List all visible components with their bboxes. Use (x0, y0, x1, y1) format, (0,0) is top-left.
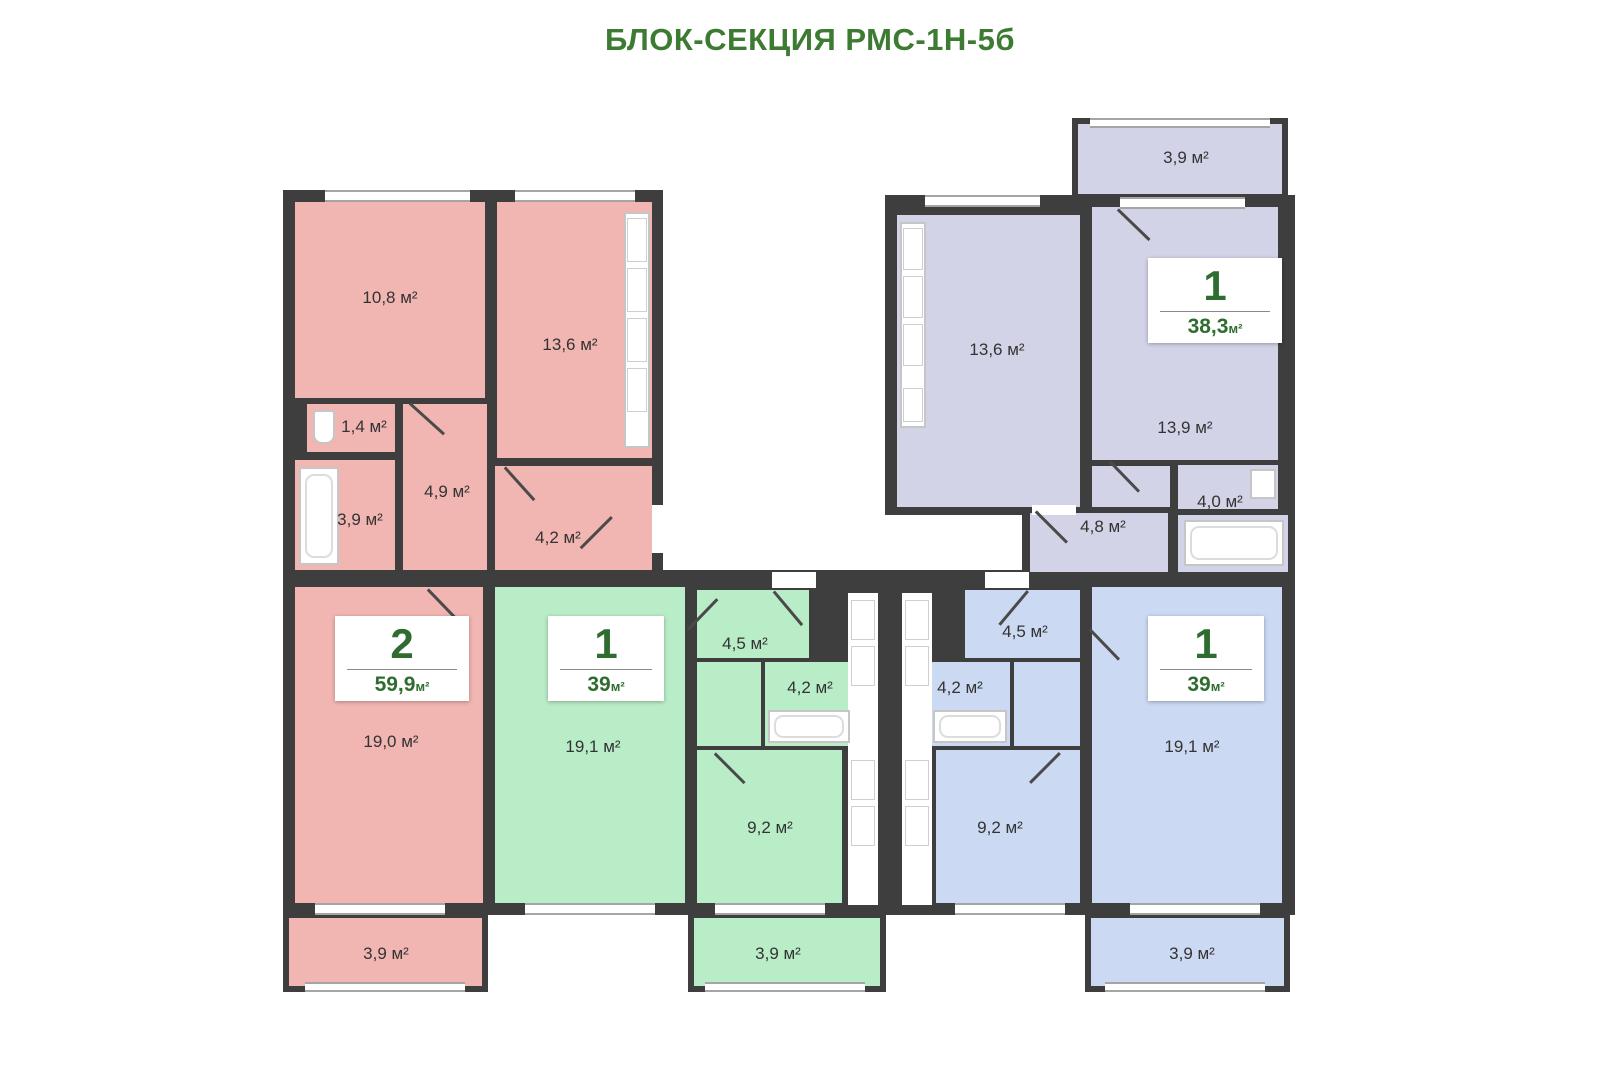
washer-icon (905, 760, 929, 800)
shaft-left (848, 593, 878, 905)
window (705, 982, 865, 992)
badge-room-count: 1 (1194, 620, 1218, 667)
room-lavender-hall-small (1092, 466, 1170, 507)
window (325, 190, 470, 202)
window (305, 982, 465, 992)
washer-icon (851, 600, 875, 640)
window (1120, 197, 1245, 209)
entry-gap-lavender (1032, 505, 1076, 515)
room-blue-hall-4-5 (965, 590, 1080, 658)
bathtub-basin-icon (1190, 526, 1278, 560)
room-area-label: 3,9 м² (1169, 944, 1215, 963)
bathtub-basin-icon (774, 715, 844, 738)
room-pink-10-8 (295, 202, 485, 398)
window (925, 195, 1040, 207)
room-area-label: 3,9 м² (1163, 148, 1209, 167)
washer-icon (851, 806, 875, 846)
window (1090, 118, 1270, 128)
washer-icon (851, 646, 875, 686)
kitchen-unit-icon (903, 324, 923, 366)
washer-icon (905, 600, 929, 640)
room-area-label: 1,4 м² (341, 417, 387, 436)
badge-room-count: 2 (390, 620, 414, 667)
room-area-label: 4,2 м² (535, 528, 581, 547)
room-area-label: 4,0 м² (1197, 492, 1243, 511)
badge-room-count: 1 (594, 620, 618, 667)
washer-icon (905, 646, 929, 686)
room-lavender-hall-4-8 (1030, 513, 1168, 572)
room-area-label: 19,0 м² (363, 732, 419, 751)
bathtub-basin-icon (305, 474, 333, 558)
room-blue-hall (1014, 662, 1080, 746)
room-pink-hall-4-9 (403, 404, 487, 570)
bathtub-basin-icon (939, 715, 1001, 738)
kitchen-unit-icon (627, 268, 647, 312)
room-area-label: 9,2 м² (977, 818, 1023, 837)
room-area-label: 13,6 м² (542, 335, 598, 354)
room-green-hall (697, 662, 761, 746)
toilet-icon (313, 410, 335, 444)
kitchen-unit-icon (627, 318, 647, 362)
window (525, 903, 655, 915)
room-blue-9-2 (936, 750, 1080, 903)
window (1130, 903, 1260, 915)
sink-icon (903, 388, 923, 422)
apartment-badge-lavender[interactable]: 1 38,3м² (1148, 258, 1282, 344)
room-area-label: 3,9 м² (363, 944, 409, 963)
badge-area: 39м² (1160, 669, 1252, 696)
window (315, 903, 445, 915)
room-area-label: 4,5 м² (722, 634, 768, 653)
room-area-label: 4,5 м² (1002, 622, 1048, 641)
window (1105, 982, 1265, 992)
entry-gap-blue (985, 572, 1029, 588)
shaft-right (902, 593, 932, 905)
sink-icon (627, 368, 647, 412)
badge-area: 59,9м² (347, 669, 457, 696)
apartment-badge-green[interactable]: 1 39м² (548, 616, 664, 702)
kitchen-unit-icon (903, 228, 923, 270)
badge-area: 39м² (560, 669, 652, 696)
room-area-label: 4,2 м² (787, 678, 833, 697)
room-area-label: 3,9 м² (755, 944, 801, 963)
room-area-label: 19,1 м² (1164, 737, 1220, 756)
room-area-label: 4,2 м² (937, 678, 983, 697)
kitchen-unit-icon (903, 276, 923, 318)
entry-gap-green (772, 572, 816, 588)
room-green-9-2 (697, 750, 842, 903)
window (515, 190, 635, 202)
washer-icon (905, 806, 929, 846)
plan-title: БЛОК-СЕКЦИЯ РМС-1Н-5б (604, 22, 1016, 57)
window (955, 903, 1065, 915)
washer-icon (851, 760, 875, 800)
room-area-label: 3,9 м² (337, 510, 383, 529)
window (715, 903, 825, 915)
room-area-label: 13,6 м² (969, 340, 1025, 359)
room-area-label: 10,8 м² (362, 288, 418, 307)
entry-gap-pink (652, 505, 663, 553)
apartment-badge-pink[interactable]: 2 59,9м² (335, 616, 469, 702)
room-lavender-13-6 (897, 215, 1080, 507)
apartment-badge-blue[interactable]: 1 39м² (1148, 616, 1264, 702)
room-area-label: 19,1 м² (565, 737, 621, 756)
room-area-label: 4,8 м² (1080, 517, 1126, 536)
room-area-label: 9,2 м² (747, 818, 793, 837)
sink-icon (1250, 469, 1276, 499)
room-area-label: 13,9 м² (1157, 418, 1213, 437)
balcony-pink (283, 912, 488, 992)
room-area-label: 4,9 м² (424, 482, 470, 501)
kitchen-unit-icon (627, 218, 647, 262)
badge-room-count: 1 (1203, 262, 1227, 309)
badge-area: 38,3м² (1160, 311, 1270, 338)
